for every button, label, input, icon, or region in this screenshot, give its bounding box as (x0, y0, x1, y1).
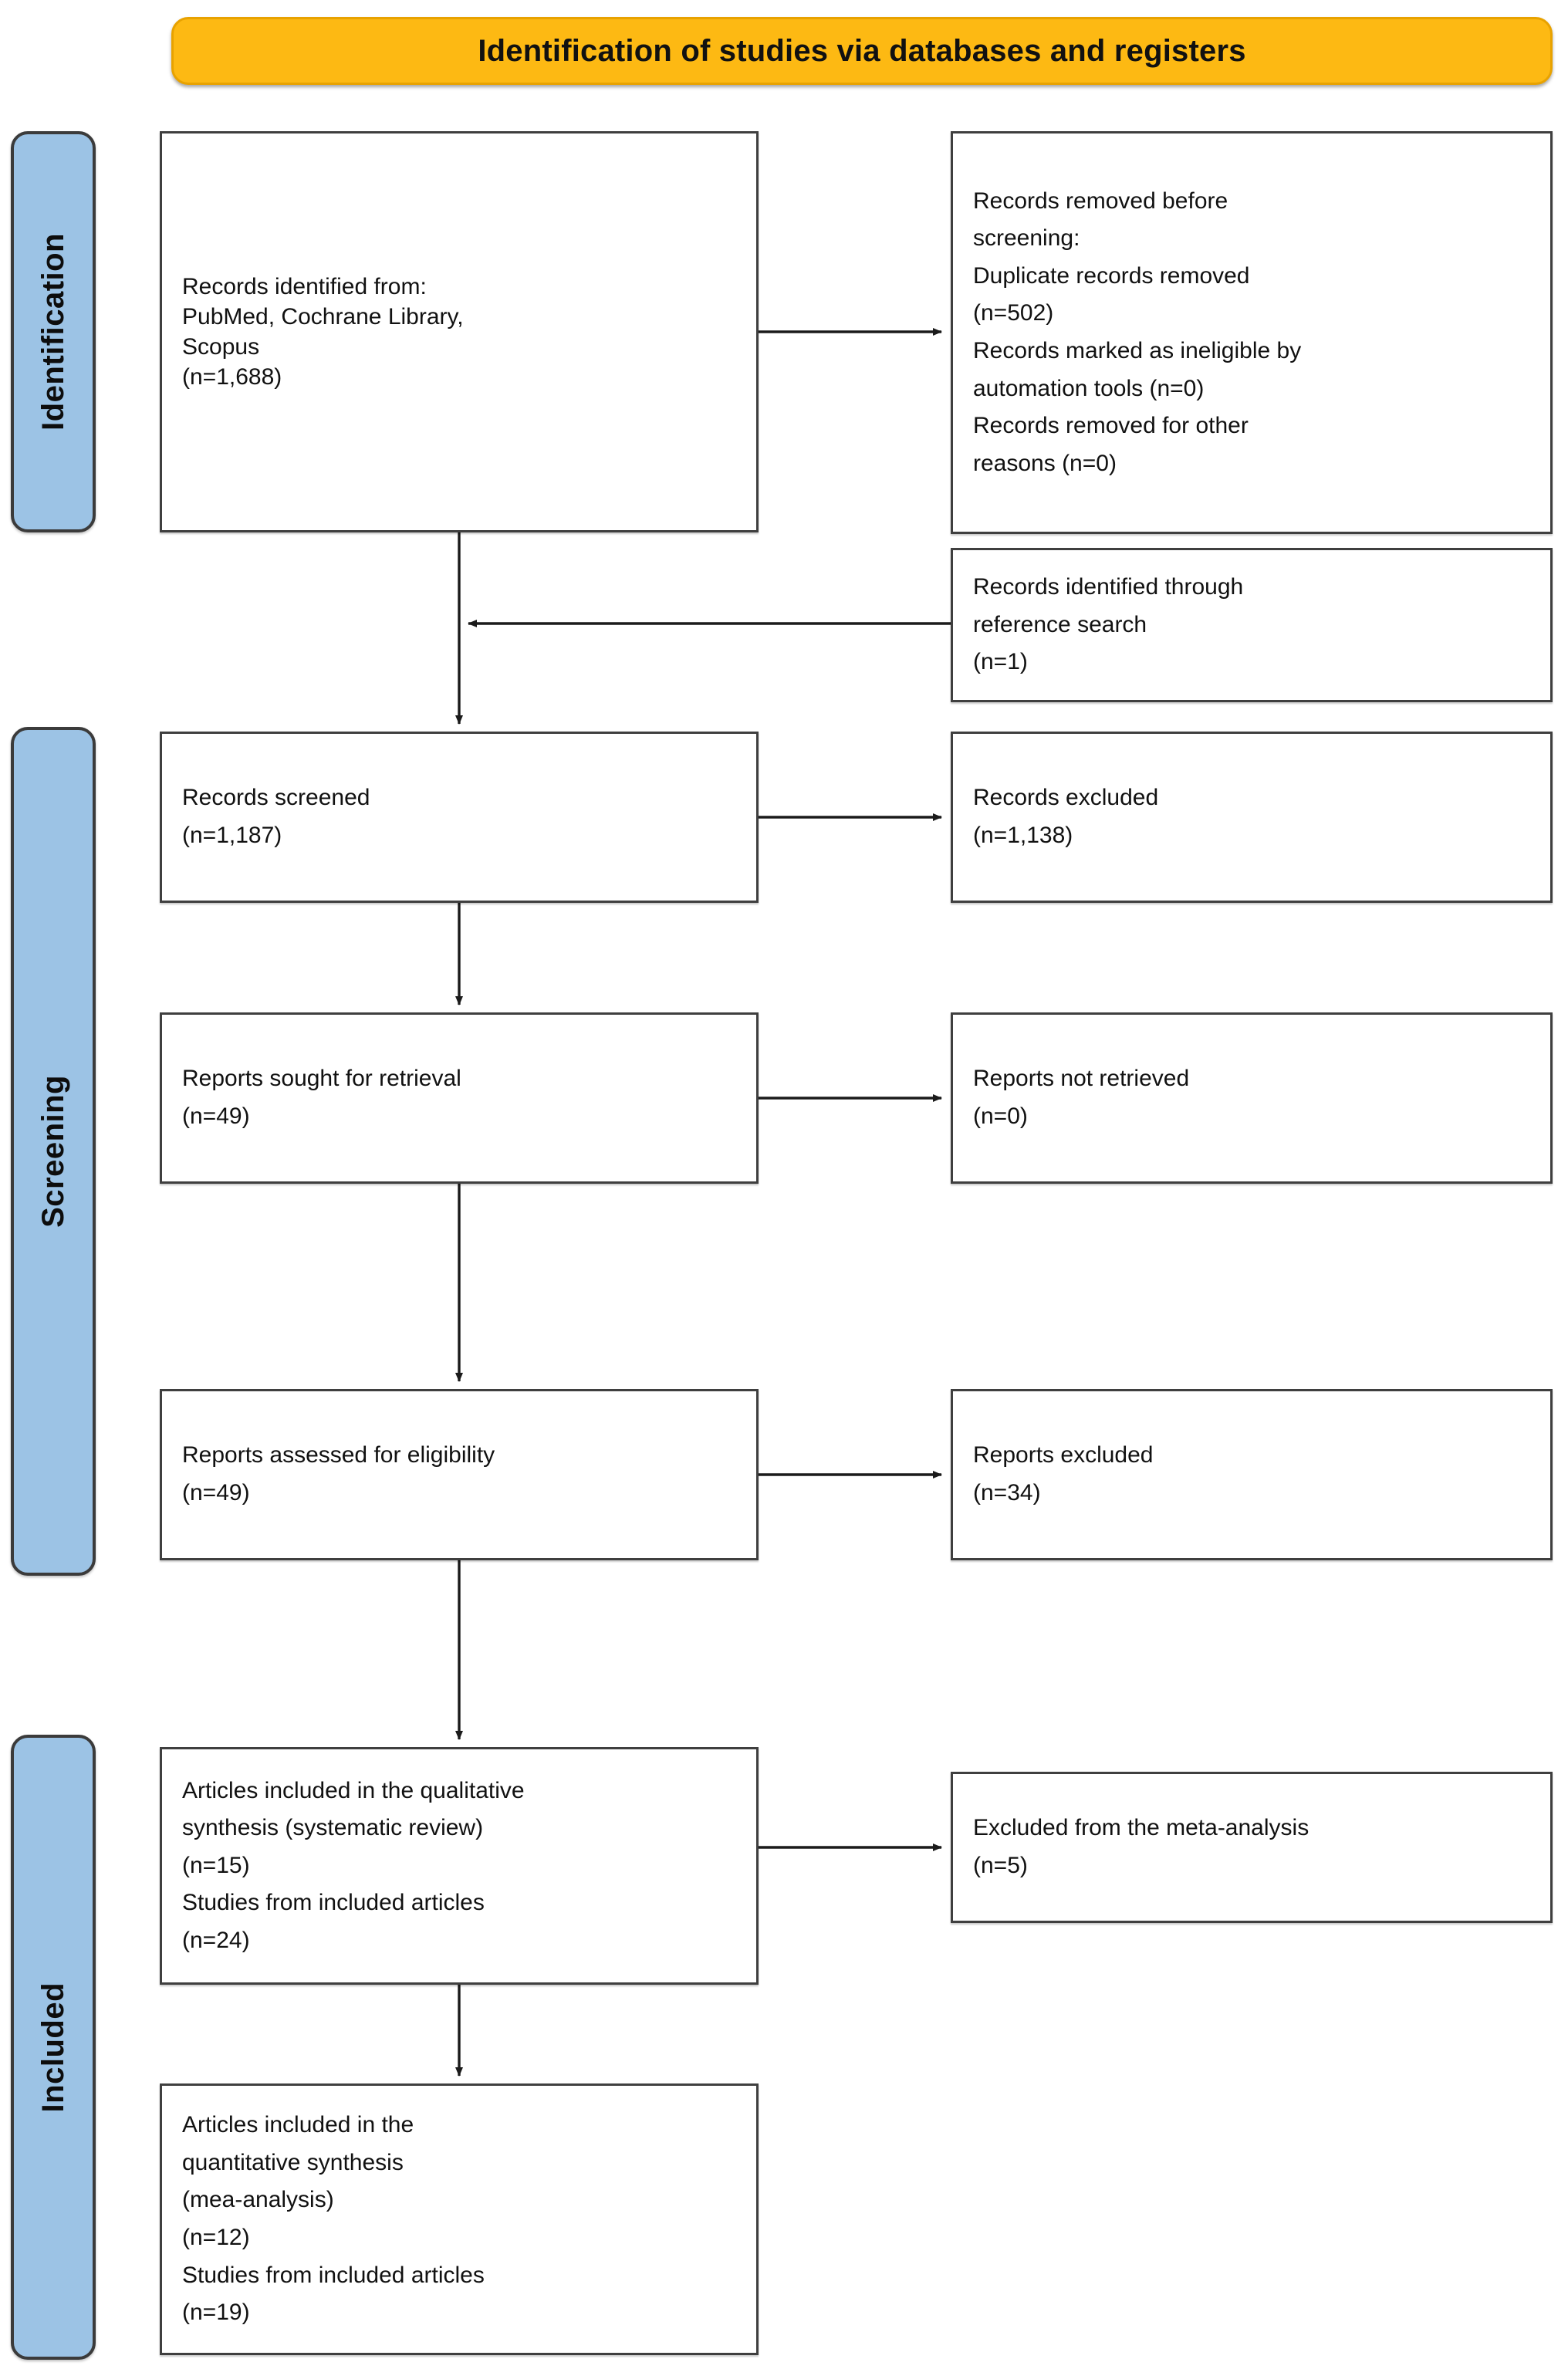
stage-label-identification: Identification (11, 131, 96, 532)
box-text: Reports assessed for eligibility (n=49) (182, 1442, 495, 1506)
box-text: Records screened (n=1,187) (182, 785, 370, 848)
stage-label-text: Included (35, 1982, 70, 2113)
removed-label-colon: : (1073, 225, 1080, 252)
stage-label-screening: Screening (11, 727, 96, 1576)
box-articles-included-quantitative-synthesis: Articles included in the quantitative sy… (160, 2083, 759, 2355)
box-records-from-reference-search: Records identified through reference sea… (951, 548, 1553, 702)
box-records-excluded: Records excluded (n=1,138) (951, 732, 1553, 903)
stage-label-text: Identification (35, 233, 70, 431)
box-text: Articles included in the qualitative syn… (182, 1777, 525, 1953)
box-records-identified: Records identified from: PubMed, Cochran… (160, 131, 759, 532)
box-text: Records identified through reference sea… (973, 574, 1244, 675)
box-reports-assessed-for-eligibility: Reports assessed for eligibility (n=49) (160, 1389, 759, 1560)
box-excluded-from-meta-analysis: Excluded from the meta-analysis (n=5) (951, 1772, 1553, 1923)
diagram-title: Identification of studies via databases … (478, 33, 1246, 68)
box-reports-sought-for-retrieval: Reports sought for retrieval (n=49) (160, 1012, 759, 1184)
box-text: Reports excluded (n=34) (973, 1442, 1154, 1506)
box-text: Articles included in the quantitative sy… (182, 2112, 485, 2326)
removed-label-emphasis-screening: screening (973, 225, 1074, 252)
box-articles-included-qualitative-synthesis: Articles included in the qualitative syn… (160, 1747, 759, 1985)
diagram-title-banner: Identification of studies via databases … (171, 17, 1553, 85)
stage-label-text: Screening (35, 1075, 70, 1228)
box-text: Reports not retrieved (n=0) (973, 1066, 1190, 1129)
box-records-removed-before-screening: Records removed before screening: Duplic… (951, 131, 1553, 534)
box-text: Excluded from the meta-analysis (n=5) (973, 1815, 1309, 1878)
removed-label-emphasis-before: before (1162, 188, 1228, 214)
box-reports-excluded: Reports excluded (n=34) (951, 1389, 1553, 1560)
box-text-head: Records removed before screening: (973, 183, 1530, 258)
box-text: Duplicate records removed (n=502) Record… (973, 262, 1302, 476)
box-text: Records excluded (n=1,138) (973, 785, 1159, 848)
removed-label-prefix: Records removed (973, 188, 1163, 214)
box-records-screened: Records screened (n=1,187) (160, 732, 759, 903)
stage-label-included: Included (11, 1735, 96, 2360)
box-text: Records identified from: PubMed, Cochran… (182, 274, 464, 390)
box-text: Reports sought for retrieval (n=49) (182, 1066, 461, 1129)
box-reports-not-retrieved: Reports not retrieved (n=0) (951, 1012, 1553, 1184)
